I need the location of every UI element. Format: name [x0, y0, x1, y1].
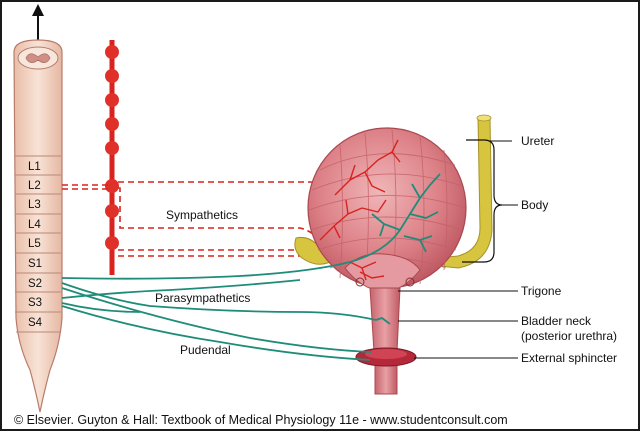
external-sphincter-ring: [355, 347, 417, 367]
label-pudendal: Pudendal: [180, 343, 231, 357]
ascending-arrow: [32, 4, 44, 40]
segment-label-s2: S2: [28, 278, 42, 290]
label-ureter: Ureter: [521, 134, 554, 148]
sympathetic-branches: [319, 139, 401, 281]
sympathetic-chain: [105, 40, 119, 275]
spinal-cord: L1 L2 L3 L4 L5 S1 S2 S3 S4: [13, 39, 63, 413]
leader-lines: [398, 140, 518, 359]
label-trigone: Trigone: [521, 284, 562, 298]
cord-segment-dividers: [15, 155, 61, 333]
parasympathetic-nerves: [61, 173, 441, 361]
segment-label-s4: S4: [28, 317, 43, 329]
segment-label-l4: L4: [28, 219, 41, 231]
segment-label-l5: L5: [28, 238, 41, 250]
copyright-credit: © Elsevier. Guyton & Hall: Textbook of M…: [14, 413, 508, 427]
label-external-sphincter: External sphincter: [521, 351, 617, 365]
segment-label-s1: S1: [28, 258, 42, 270]
label-sympathetics: Sympathetics: [166, 208, 238, 222]
segment-label-l3: L3: [28, 199, 41, 211]
bladder: [307, 127, 467, 293]
label-parasympathetics: Parasympathetics: [155, 291, 250, 305]
segment-label-l2: L2: [28, 180, 41, 192]
segment-label-s3: S3: [28, 297, 42, 309]
urethra: [369, 287, 401, 395]
label-body: Body: [521, 198, 548, 212]
label-posterior-urethra: (posterior urethra): [521, 329, 617, 343]
segment-label-l1: L1: [28, 161, 41, 173]
label-bladder-neck: Bladder neck: [521, 314, 592, 328]
ureter-tube: [294, 114, 493, 269]
